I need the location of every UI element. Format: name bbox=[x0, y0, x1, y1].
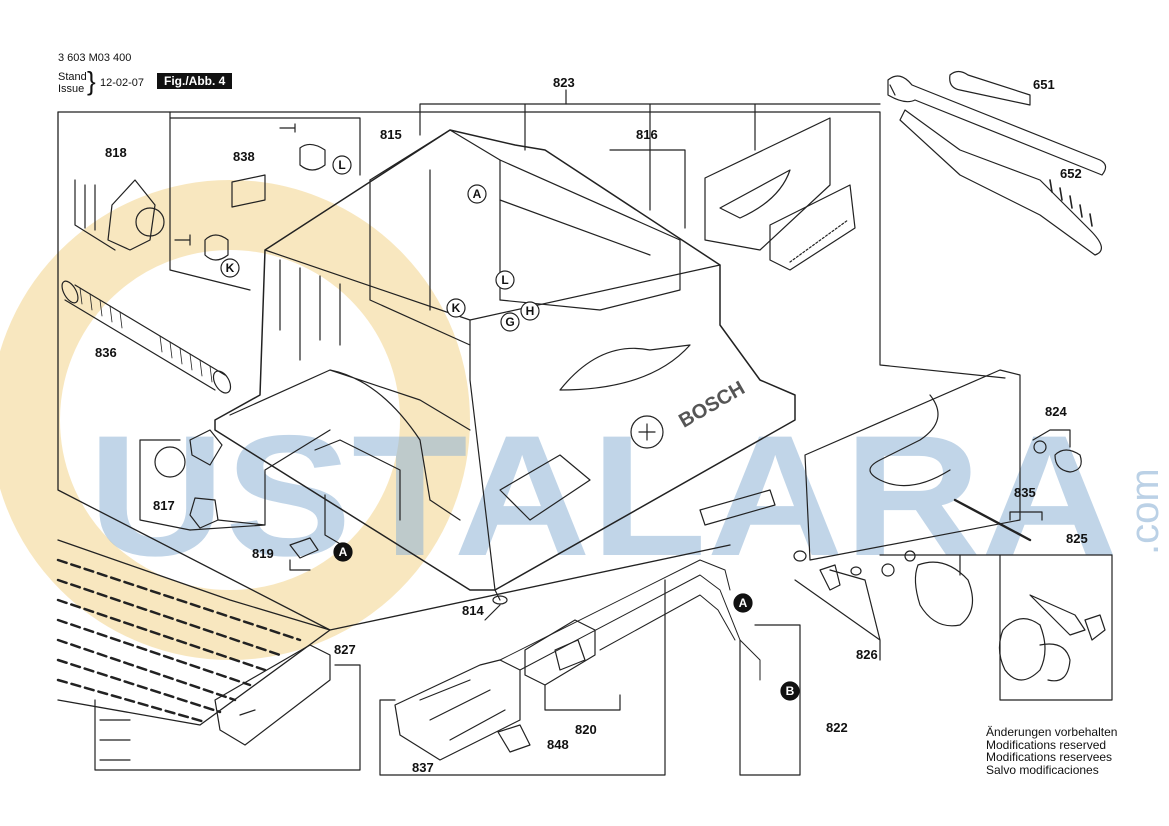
note-es: Salvo modificaciones bbox=[986, 762, 1099, 777]
callout-l-815-text: L bbox=[338, 158, 345, 172]
callout-b-harness: B bbox=[780, 681, 800, 701]
stand-label: Stand bbox=[58, 71, 87, 83]
brace-glyph: } bbox=[87, 66, 96, 96]
callout-h: H bbox=[520, 301, 540, 321]
part-label-652: 652 bbox=[1060, 166, 1082, 181]
callout-b-harness-text: B bbox=[786, 684, 795, 698]
callout-a-819-text: A bbox=[339, 545, 348, 559]
figure-label: Fig./Abb. 4 bbox=[157, 73, 233, 89]
part-label-814: 814 bbox=[462, 603, 484, 618]
watermark-ring bbox=[0, 180, 470, 660]
note-en: Modifications reserved bbox=[986, 737, 1107, 752]
callout-h-text: H bbox=[526, 304, 535, 318]
callout-a-harness-text: A bbox=[739, 596, 748, 610]
part-label-837: 837 bbox=[412, 760, 434, 775]
callout-a-harness: A bbox=[733, 593, 753, 613]
callout-k-815: K bbox=[220, 258, 240, 278]
watermark-suffix: .com bbox=[1123, 468, 1167, 555]
watermark-text: USTALARA bbox=[88, 400, 1118, 592]
part-label-838: 838 bbox=[233, 149, 255, 164]
issue-date: 12-02-07 bbox=[100, 77, 145, 89]
part-label-824: 824 bbox=[1045, 404, 1067, 419]
callout-g: G bbox=[500, 312, 520, 332]
callout-l-center: L bbox=[495, 270, 515, 290]
part-label-826: 826 bbox=[856, 647, 878, 662]
part-label-816: 816 bbox=[636, 127, 658, 142]
part-label-835: 835 bbox=[1014, 485, 1036, 500]
part-label-822: 822 bbox=[826, 720, 848, 735]
callout-l-815: L bbox=[332, 155, 352, 175]
callout-l-center-text: L bbox=[501, 273, 508, 287]
callout-k-815-text: K bbox=[226, 261, 235, 275]
part-label-827: 827 bbox=[334, 642, 356, 657]
part-label-651: 651 bbox=[1033, 77, 1055, 92]
issue-label: Issue bbox=[58, 83, 85, 95]
part-label-815: 815 bbox=[380, 127, 402, 142]
modification-note: Änderungen vorbehalten Modifications res… bbox=[986, 726, 1117, 776]
part-number: 3 603 M03 400 bbox=[58, 52, 132, 64]
part-label-817: 817 bbox=[153, 498, 175, 513]
part-label-819: 819 bbox=[252, 546, 274, 561]
brand-mark: BOSCH bbox=[675, 377, 749, 432]
part-label-825: 825 bbox=[1066, 531, 1088, 546]
part-label-823: 823 bbox=[553, 75, 575, 90]
note-de: Änderungen vorbehalten bbox=[986, 725, 1118, 739]
callout-k-center-text: K bbox=[452, 301, 461, 315]
part-label-836: 836 bbox=[95, 345, 117, 360]
callout-a-819: A bbox=[333, 542, 353, 562]
part-label-818: 818 bbox=[105, 145, 127, 160]
part-label-848: 848 bbox=[547, 737, 569, 752]
callout-k-center: K bbox=[446, 298, 466, 318]
part-label-820: 820 bbox=[575, 722, 597, 737]
note-fr: Modifications reservees bbox=[986, 750, 1113, 764]
callout-a-top: A bbox=[467, 184, 487, 204]
callout-g-text: G bbox=[505, 315, 514, 329]
callout-a-top-text: A bbox=[473, 187, 482, 201]
